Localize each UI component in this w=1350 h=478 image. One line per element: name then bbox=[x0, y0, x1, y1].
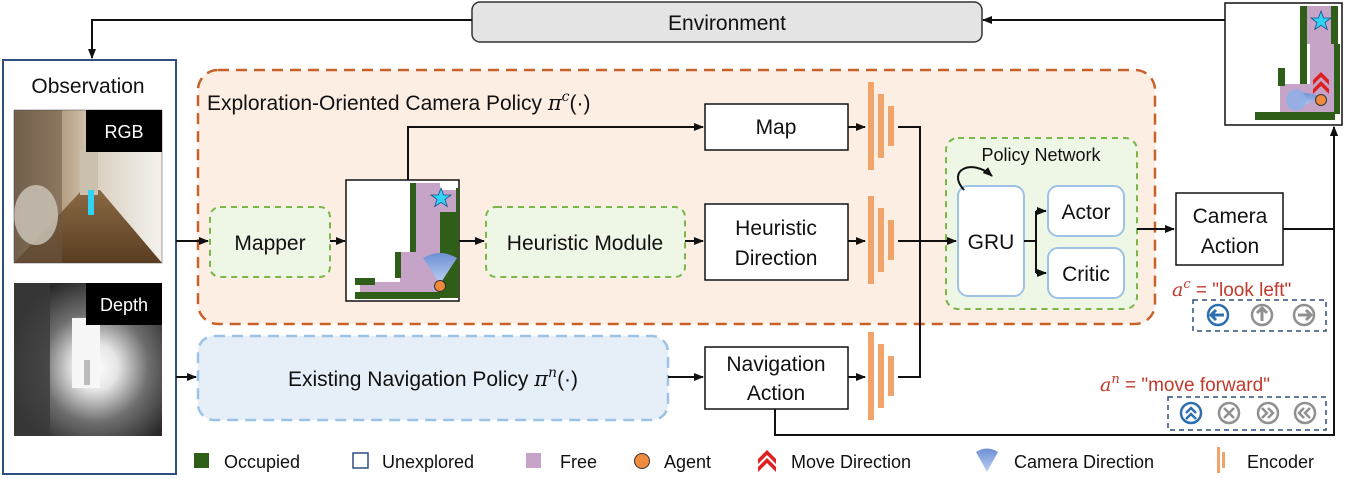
camera-action-box bbox=[1175, 192, 1284, 266]
observation-title: Observation bbox=[31, 75, 144, 98]
look-right-icon bbox=[1292, 303, 1316, 327]
agent-dot bbox=[634, 453, 650, 469]
actor-label: Actor bbox=[1061, 201, 1110, 224]
navigation-action-line1: Navigation bbox=[726, 353, 825, 376]
heuristic-module-label: Heuristic Module bbox=[507, 232, 663, 255]
mapper-label: Mapper bbox=[234, 232, 305, 255]
actor-box bbox=[1047, 185, 1125, 237]
legend-label-free: Free bbox=[560, 452, 597, 472]
navigation-action-line2: Action bbox=[747, 382, 805, 405]
look-up-icon bbox=[1250, 303, 1274, 327]
arrow-camera-action-to-statemap bbox=[1283, 126, 1338, 230]
encoder-navigation bbox=[868, 332, 894, 420]
policy-network-title: Policy Network bbox=[981, 145, 1101, 165]
encoder-bars bbox=[1217, 447, 1225, 473]
critic-box bbox=[1047, 247, 1125, 299]
gru-label: GRU bbox=[968, 231, 1015, 254]
arrow-environment-to-observation bbox=[88, 19, 472, 59]
navigation-action-box bbox=[704, 346, 849, 410]
camera-action-options bbox=[1192, 299, 1327, 332]
camera-policy-title: Exploration-Oriented Camera Policy πc(·) bbox=[207, 89, 590, 115]
camera-action-line2: Action bbox=[1201, 235, 1259, 258]
line-gru-split bbox=[1024, 211, 1037, 273]
updated-state-map bbox=[1224, 2, 1343, 126]
legend-label-occupied: Occupied bbox=[224, 452, 300, 472]
line-encoder-nav-out bbox=[898, 241, 921, 378]
navigation-action-options bbox=[1167, 396, 1327, 431]
encoder-map bbox=[868, 82, 894, 170]
line-encoder-map-out bbox=[898, 126, 921, 241]
turn-right-icon bbox=[1256, 401, 1280, 425]
navigation-policy-label: Existing Navigation Policy πn(·) bbox=[288, 365, 578, 391]
rgb-label-box bbox=[86, 110, 162, 152]
free-square bbox=[526, 453, 541, 468]
turn-left-icon bbox=[1293, 401, 1317, 425]
depth-label: Depth bbox=[100, 295, 148, 315]
unexplored-square bbox=[352, 452, 369, 469]
heuristic-module-box bbox=[485, 206, 686, 278]
legend-label-agent: Agent bbox=[664, 452, 711, 472]
depth-label-box bbox=[86, 283, 162, 325]
encoder-heuristic bbox=[868, 196, 894, 284]
move-direction-chevron bbox=[758, 450, 776, 472]
navigation-action-example: an = "move forward" bbox=[1100, 372, 1270, 396]
legend-label-unexplored: Unexplored bbox=[382, 452, 474, 472]
move-forward-icon bbox=[1179, 401, 1203, 425]
egocentric-map bbox=[345, 179, 460, 302]
legend-label-move-direction: Move Direction bbox=[791, 452, 911, 472]
camera-action-line1: Camera bbox=[1193, 205, 1268, 228]
heuristic-direction-line2: Direction bbox=[735, 247, 818, 270]
environment-label: Environment bbox=[668, 12, 786, 35]
mapper-box bbox=[209, 206, 331, 278]
legend-label-encoder: Encoder bbox=[1247, 452, 1314, 472]
look-left-icon bbox=[1206, 303, 1230, 327]
map-label: Map bbox=[756, 116, 797, 139]
camera-direction-cone bbox=[976, 448, 998, 472]
arrow-map-to-mapbox bbox=[407, 123, 704, 180]
occupied-square bbox=[194, 453, 209, 468]
rgb-label: RGB bbox=[104, 122, 143, 142]
critic-label: Critic bbox=[1062, 263, 1110, 286]
camera-action-example: ac = "look left" bbox=[1172, 277, 1291, 301]
legend: Occupied Unexplored Free Agent Move Dire… bbox=[194, 447, 1314, 473]
legend-label-camera-direction: Camera Direction bbox=[1014, 452, 1154, 472]
arrow-nav-action-to-statemap bbox=[774, 126, 1338, 436]
map-box bbox=[704, 103, 849, 151]
stop-icon bbox=[1217, 401, 1241, 425]
heuristic-direction-line1: Heuristic bbox=[735, 217, 817, 240]
gru-recurrent-arrow bbox=[957, 166, 993, 191]
